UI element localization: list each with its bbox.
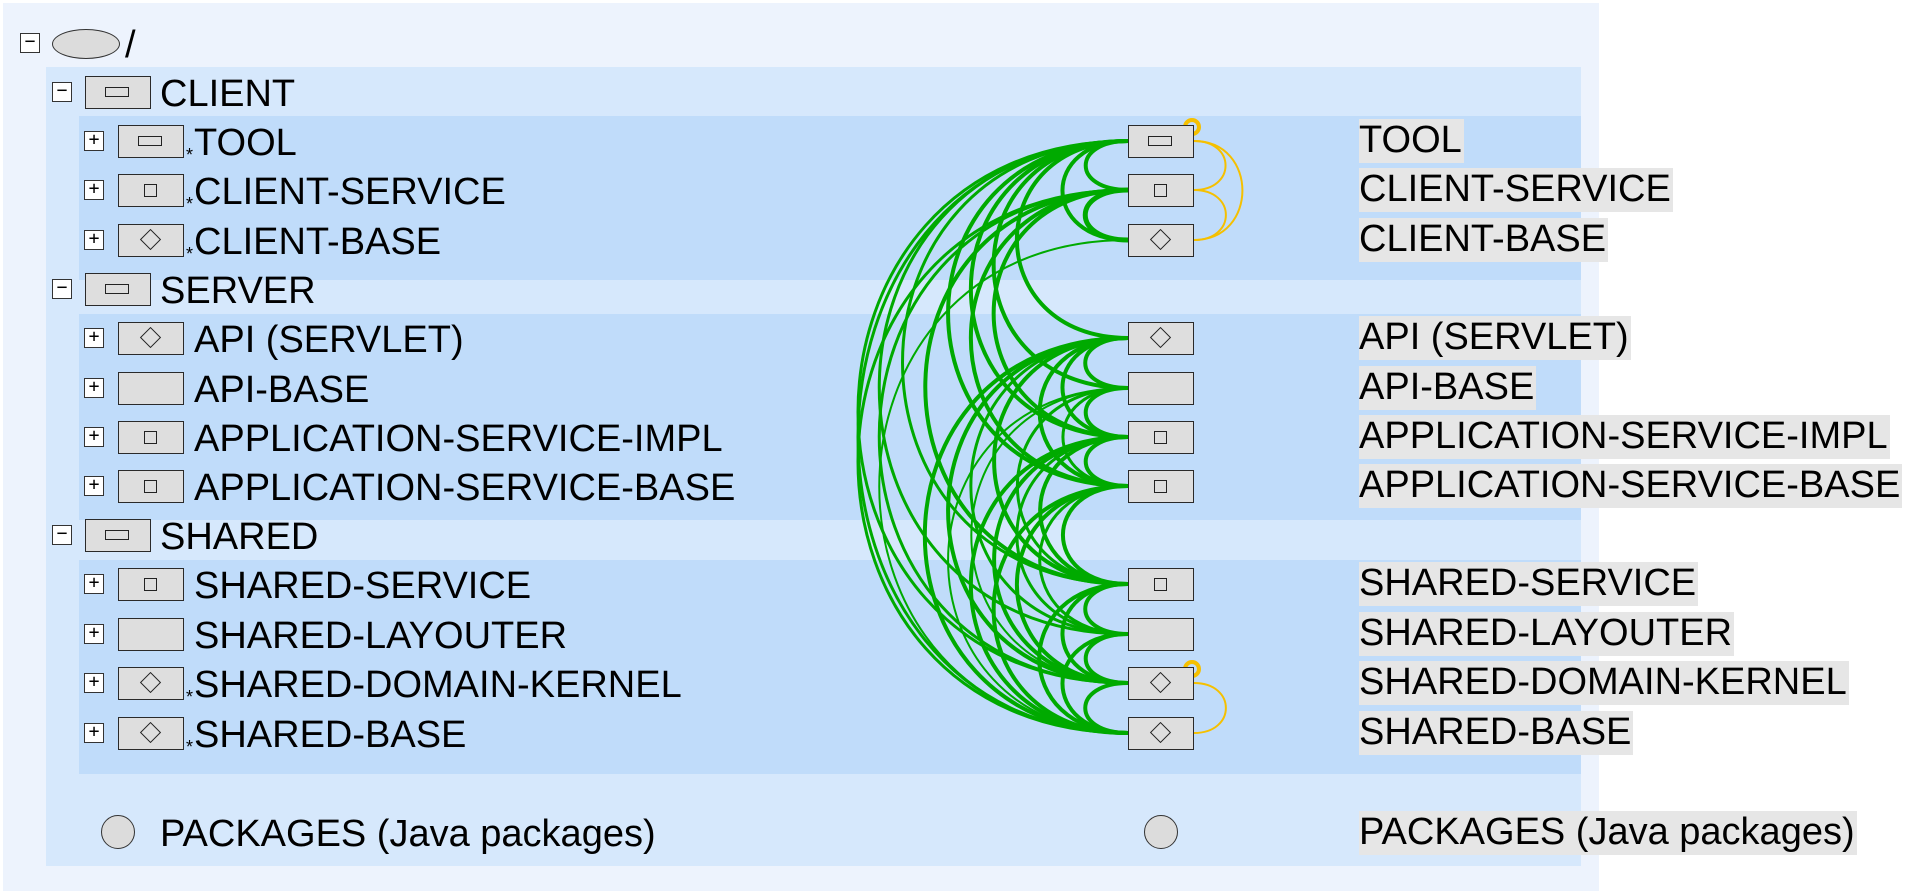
application-service-base-node[interactable] — [1128, 470, 1194, 503]
api-servlet-node[interactable] — [1128, 322, 1194, 355]
shared-service-module-icon — [118, 568, 184, 601]
dependency-arc — [878, 239, 1129, 734]
dependency-arc — [1037, 336, 1129, 488]
client-service-module-icon — [118, 174, 184, 207]
dependency-arc — [991, 484, 1129, 735]
shared-domain-kernel-label[interactable]: SHARED-DOMAIN-KERNEL — [194, 664, 682, 706]
cycle-arc — [1193, 140, 1244, 241]
shared-modules-panel — [79, 560, 1581, 774]
legend-right-label: PACKAGES (Java packages) — [1359, 811, 1857, 855]
tool-expand-toggle[interactable]: + — [84, 131, 104, 151]
client-base-label[interactable]: CLIENT-BASE — [194, 221, 442, 263]
dependency-arc — [970, 387, 1129, 684]
client-service-marker: * — [186, 194, 194, 214]
server-group-icon — [85, 273, 151, 306]
application-service-impl-label[interactable]: APPLICATION-SERVICE-IMPL — [194, 418, 723, 460]
tool-module-icon — [118, 125, 184, 158]
client-service-label[interactable]: CLIENT-SERVICE — [194, 171, 506, 213]
shared-service-node[interactable] — [1128, 568, 1194, 601]
application-service-base-label[interactable]: APPLICATION-SERVICE-BASE — [194, 467, 736, 509]
client-group-label: CLIENT — [160, 73, 296, 115]
client-service-expand-toggle[interactable]: + — [84, 180, 104, 200]
api-base-module-icon — [118, 372, 184, 405]
right-label-client-service: CLIENT-SERVICE — [1359, 168, 1673, 212]
server-collapse-toggle[interactable]: − — [52, 279, 72, 299]
right-label-api-servlet: API (SERVLET) — [1359, 316, 1631, 360]
shared-base-node[interactable] — [1128, 717, 1194, 750]
client-service-node[interactable] — [1128, 174, 1194, 207]
client-base-module-icon — [118, 224, 184, 257]
shared-layouter-module-icon — [118, 618, 184, 651]
dependency-arc — [923, 336, 1129, 735]
shared-group-label: SHARED — [160, 516, 319, 558]
client-base-expand-toggle[interactable]: + — [84, 230, 104, 250]
legend-package-circle-icon — [101, 815, 135, 849]
shared-domain-kernel-module-icon — [118, 667, 184, 700]
api-base-expand-toggle[interactable]: + — [84, 378, 104, 398]
legend-right-package-circle-icon — [1144, 815, 1178, 849]
api-base-label[interactable]: API-BASE — [194, 369, 370, 411]
server-modules-panel — [79, 314, 1581, 520]
shared-collapse-toggle[interactable]: − — [52, 525, 72, 545]
dependency-arc — [901, 139, 1129, 586]
right-label-shared-layouter: SHARED-LAYOUTER — [1359, 612, 1735, 656]
api-servlet-module-icon — [118, 322, 184, 355]
client-modules-panel — [79, 116, 1581, 280]
shared-base-module-icon — [118, 717, 184, 750]
shared-group-icon — [85, 519, 151, 552]
tool-label[interactable]: TOOL — [194, 122, 297, 164]
shared-service-expand-toggle[interactable]: + — [84, 574, 104, 594]
cycle-arc — [1193, 682, 1227, 734]
application-service-impl-expand-toggle[interactable]: + — [84, 427, 104, 447]
tool-node[interactable] — [1128, 125, 1194, 158]
right-label-tool: TOOL — [1359, 119, 1464, 163]
shared-base-expand-toggle[interactable]: + — [84, 723, 104, 743]
dependency-arc — [992, 336, 1129, 586]
shared-layouter-label[interactable]: SHARED-LAYOUTER — [194, 615, 568, 657]
shared-domain-kernel-node[interactable] — [1128, 667, 1194, 700]
shared-base-label[interactable]: SHARED-BASE — [194, 714, 467, 756]
server-group-label: SERVER — [160, 270, 316, 312]
dependency-arc — [1083, 681, 1129, 735]
api-servlet-expand-toggle[interactable]: + — [84, 328, 104, 348]
client-base-marker: * — [186, 244, 194, 264]
shared-domain-kernel-expand-toggle[interactable]: + — [84, 673, 104, 693]
shared-layouter-node[interactable] — [1128, 618, 1194, 651]
shared-layouter-expand-toggle[interactable]: + — [84, 624, 104, 644]
dependency-arc — [1015, 484, 1129, 685]
tool-marker: * — [186, 145, 194, 165]
client-group-icon — [85, 76, 151, 109]
right-label-application-service-base: APPLICATION-SERVICE-BASE — [1359, 464, 1903, 508]
application-service-base-module-icon — [118, 470, 184, 503]
dependency-arc — [947, 387, 1129, 734]
right-label-application-service-impl: APPLICATION-SERVICE-IMPL — [1359, 415, 1890, 459]
dependency-arc — [969, 435, 1129, 735]
cycle-edges — [1183, 118, 1244, 734]
root-label: / — [125, 24, 136, 66]
dependency-arc — [856, 188, 1129, 735]
client-base-node[interactable] — [1128, 224, 1194, 257]
legend-left-label: PACKAGES (Java packages) — [160, 813, 656, 855]
shared-base-marker: * — [186, 737, 194, 757]
api-base-node[interactable] — [1128, 372, 1194, 405]
application-service-impl-module-icon — [118, 421, 184, 454]
application-service-impl-node[interactable] — [1128, 421, 1194, 454]
right-label-api-base: API-BASE — [1359, 366, 1537, 410]
right-label-shared-base: SHARED-BASE — [1359, 711, 1634, 755]
right-label-shared-domain-kernel: SHARED-DOMAIN-KERNEL — [1359, 661, 1849, 705]
root-ellipse-icon — [52, 29, 120, 59]
right-label-shared-service: SHARED-SERVICE — [1359, 562, 1699, 606]
client-collapse-toggle[interactable]: − — [52, 82, 72, 102]
api-servlet-label[interactable]: API (SERVLET) — [194, 319, 464, 361]
root-collapse-toggle[interactable]: − — [20, 33, 40, 53]
application-service-base-expand-toggle[interactable]: + — [84, 476, 104, 496]
dependency-arc — [923, 188, 1129, 586]
shared-service-label[interactable]: SHARED-SERVICE — [194, 565, 532, 607]
shared-domain-kernel-marker: * — [186, 687, 194, 707]
right-label-client-base: CLIENT-BASE — [1359, 218, 1609, 262]
dependency-edges — [856, 139, 1129, 735]
